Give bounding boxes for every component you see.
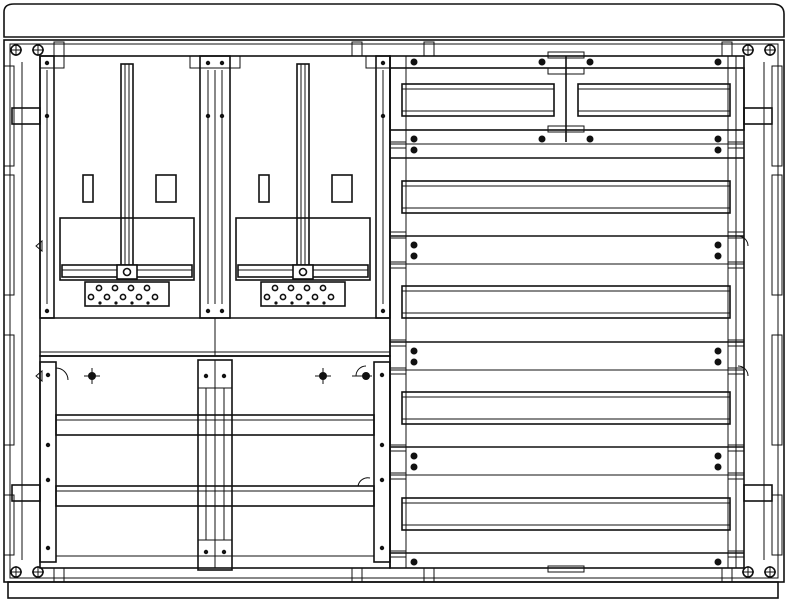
- left-side-wall: [3, 62, 41, 560]
- meter-unit-right: [235, 63, 371, 307]
- meter-unit-left: [59, 63, 195, 307]
- lower-left-din-rails: [55, 414, 375, 557]
- upper-left-cover-strip: [40, 317, 390, 356]
- corner-screws: [10, 44, 776, 578]
- din-rail-row-1: [389, 56, 745, 143]
- cabinet-inner-frame: [9, 43, 779, 579]
- right-distribution-board: [389, 55, 745, 569]
- lower-left-target-markers: [55, 365, 372, 487]
- right-side-wall: [743, 62, 783, 560]
- right-edge-marker-b: [737, 365, 749, 377]
- board-edge-notches: [389, 141, 745, 558]
- din-rail-row-2: [401, 146, 731, 260]
- cabinet-roof: [3, 3, 785, 38]
- right-edge-marker-a: [737, 235, 749, 247]
- right-board-edge-rails: [405, 56, 737, 568]
- left-edge-markers: [35, 239, 43, 383]
- cabinet-plinth: [7, 581, 779, 599]
- din-rail-row-3: [401, 285, 731, 366]
- lower-left-center-rail: [197, 359, 233, 571]
- din-rail-row-4: [401, 391, 731, 471]
- din-rail-row-5: [401, 497, 731, 566]
